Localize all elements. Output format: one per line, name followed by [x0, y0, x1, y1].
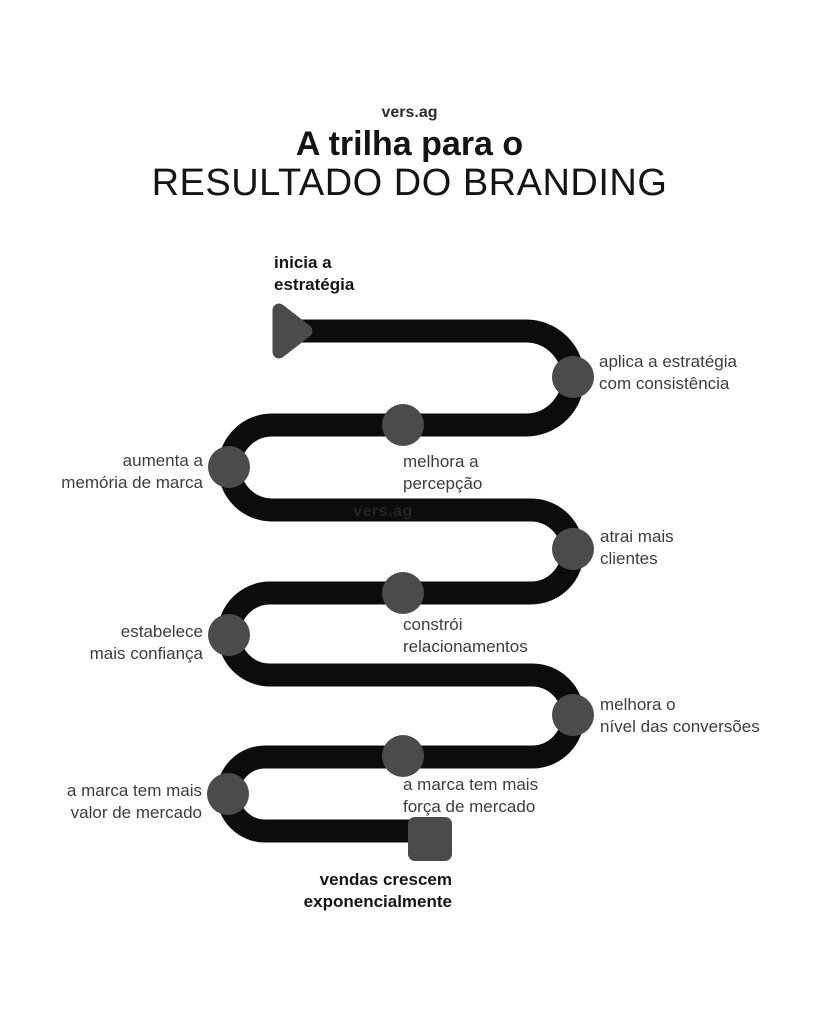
- start-label: inicia a estratégia: [274, 252, 354, 296]
- milestone-label-melhora-percepcao: melhora a percepção: [403, 451, 482, 495]
- end-square-icon: [408, 817, 452, 861]
- label-line: inicia a: [274, 253, 332, 272]
- milestone-dot-aplica-estrategia: [552, 356, 594, 398]
- serpentine-path: [216, 319, 585, 843]
- end-label: vendas crescem exponencialmente: [304, 869, 452, 913]
- milestone-dot-melhora-conversoes: [552, 694, 594, 736]
- milestone-label-atrai-clientes: atrai mais clientes: [600, 526, 674, 570]
- start-triangle-icon: [272, 303, 313, 359]
- label-line: aplica a estratégia: [599, 352, 737, 371]
- label-line: aumenta a: [122, 451, 203, 470]
- milestone-label-valor-mercado: a marca tem mais valor de mercado: [67, 780, 202, 824]
- brand-logo-text: vers.ag: [381, 104, 438, 121]
- milestone-dot-valor-mercado: [207, 773, 249, 815]
- milestone-label-constroi-relacionamentos: constrói relacionamentos: [403, 614, 528, 658]
- label-line: memória de marca: [61, 473, 203, 492]
- label-line: a marca tem mais: [66, 781, 202, 800]
- label-line: estratégia: [274, 275, 355, 294]
- label-line: força de mercado: [403, 797, 536, 816]
- milestone-dot-aumenta-memoria: [208, 446, 250, 488]
- label-line: relacionamentos: [403, 637, 528, 656]
- label-line: vendas crescem: [319, 870, 452, 889]
- milestone-label-estabelece-confianca: estabelece mais confiança: [90, 621, 203, 665]
- label-line: melhora o: [600, 695, 676, 714]
- label-line: exponencialmente: [303, 892, 452, 911]
- milestone-dot-constroi-relacionamentos: [382, 572, 424, 614]
- label-line: percepção: [403, 474, 483, 493]
- milestone-dot-estabelece-confianca: [208, 614, 250, 656]
- label-line: a marca tem mais: [403, 775, 539, 794]
- label-line: clientes: [600, 549, 658, 568]
- milestone-dot-melhora-percepcao: [382, 404, 424, 446]
- title-line-2: RESULTADO DO BRANDING: [151, 162, 668, 204]
- label-line: nível das conversões: [600, 717, 760, 736]
- label-line: constrói: [403, 615, 463, 634]
- path-watermark: vers.ag: [353, 503, 413, 520]
- milestone-dot-forca-mercado: [382, 735, 424, 777]
- title-line-1: A trilha para o: [295, 125, 524, 163]
- label-line: valor de mercado: [70, 803, 202, 822]
- label-line: estabelece: [120, 622, 203, 641]
- label-line: melhora a: [403, 452, 479, 471]
- label-line: com consistência: [599, 374, 730, 393]
- milestone-label-forca-mercado: a marca tem mais força de mercado: [403, 774, 538, 818]
- milestone-label-melhora-conversoes: melhora o nível das conversões: [600, 694, 760, 738]
- milestone-dot-atrai-clientes: [552, 528, 594, 570]
- label-line: mais confiança: [89, 644, 203, 663]
- milestone-label-aumenta-memoria: aumenta a memória de marca: [61, 450, 203, 494]
- milestone-label-aplica-estrategia: aplica a estratégia com consistência: [599, 351, 737, 395]
- label-line: atrai mais: [600, 527, 674, 546]
